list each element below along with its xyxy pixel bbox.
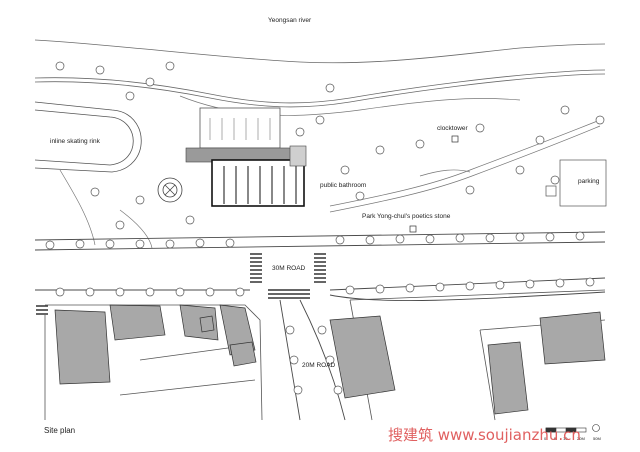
scale-bar-labels: 0 5 10 20M 50M <box>544 436 601 441</box>
scale-label-10: 10 <box>563 436 568 441</box>
crosswalks <box>36 253 326 315</box>
clocktower-label: clocktower <box>437 125 469 132</box>
scale-label-0: 0 <box>544 436 547 441</box>
city-blocks <box>44 289 606 421</box>
main-building <box>185 107 307 207</box>
markers <box>409 135 459 233</box>
parking-label: parking <box>578 178 600 185</box>
scale-label-5: 5 <box>554 436 557 441</box>
scale-label-50m: 50M <box>593 436 601 441</box>
parking-area <box>545 159 607 207</box>
inline-skating-rink <box>34 101 142 173</box>
park-paths <box>59 95 601 249</box>
road-30m-label: 30M ROAD <box>272 265 306 272</box>
public-bathroom-label: public bathroom <box>320 182 366 189</box>
site-plan-title: Site plan <box>44 426 75 435</box>
round-plaza <box>157 177 183 203</box>
scale-bar <box>545 424 600 433</box>
skating-rink-label: inline skating rink <box>50 138 101 145</box>
trees <box>45 61 605 395</box>
watermark-text: 搜建筑 www.soujianzhu.cn <box>388 426 581 444</box>
poetics-stone-label: Park Yong-chul's poetics stone <box>362 213 451 220</box>
road-20m-label: 20M ROAD <box>302 362 336 369</box>
river-label: Yeongsan river <box>268 17 312 24</box>
scale-label-20m: 20M <box>577 436 585 441</box>
river-banks <box>34 39 606 108</box>
